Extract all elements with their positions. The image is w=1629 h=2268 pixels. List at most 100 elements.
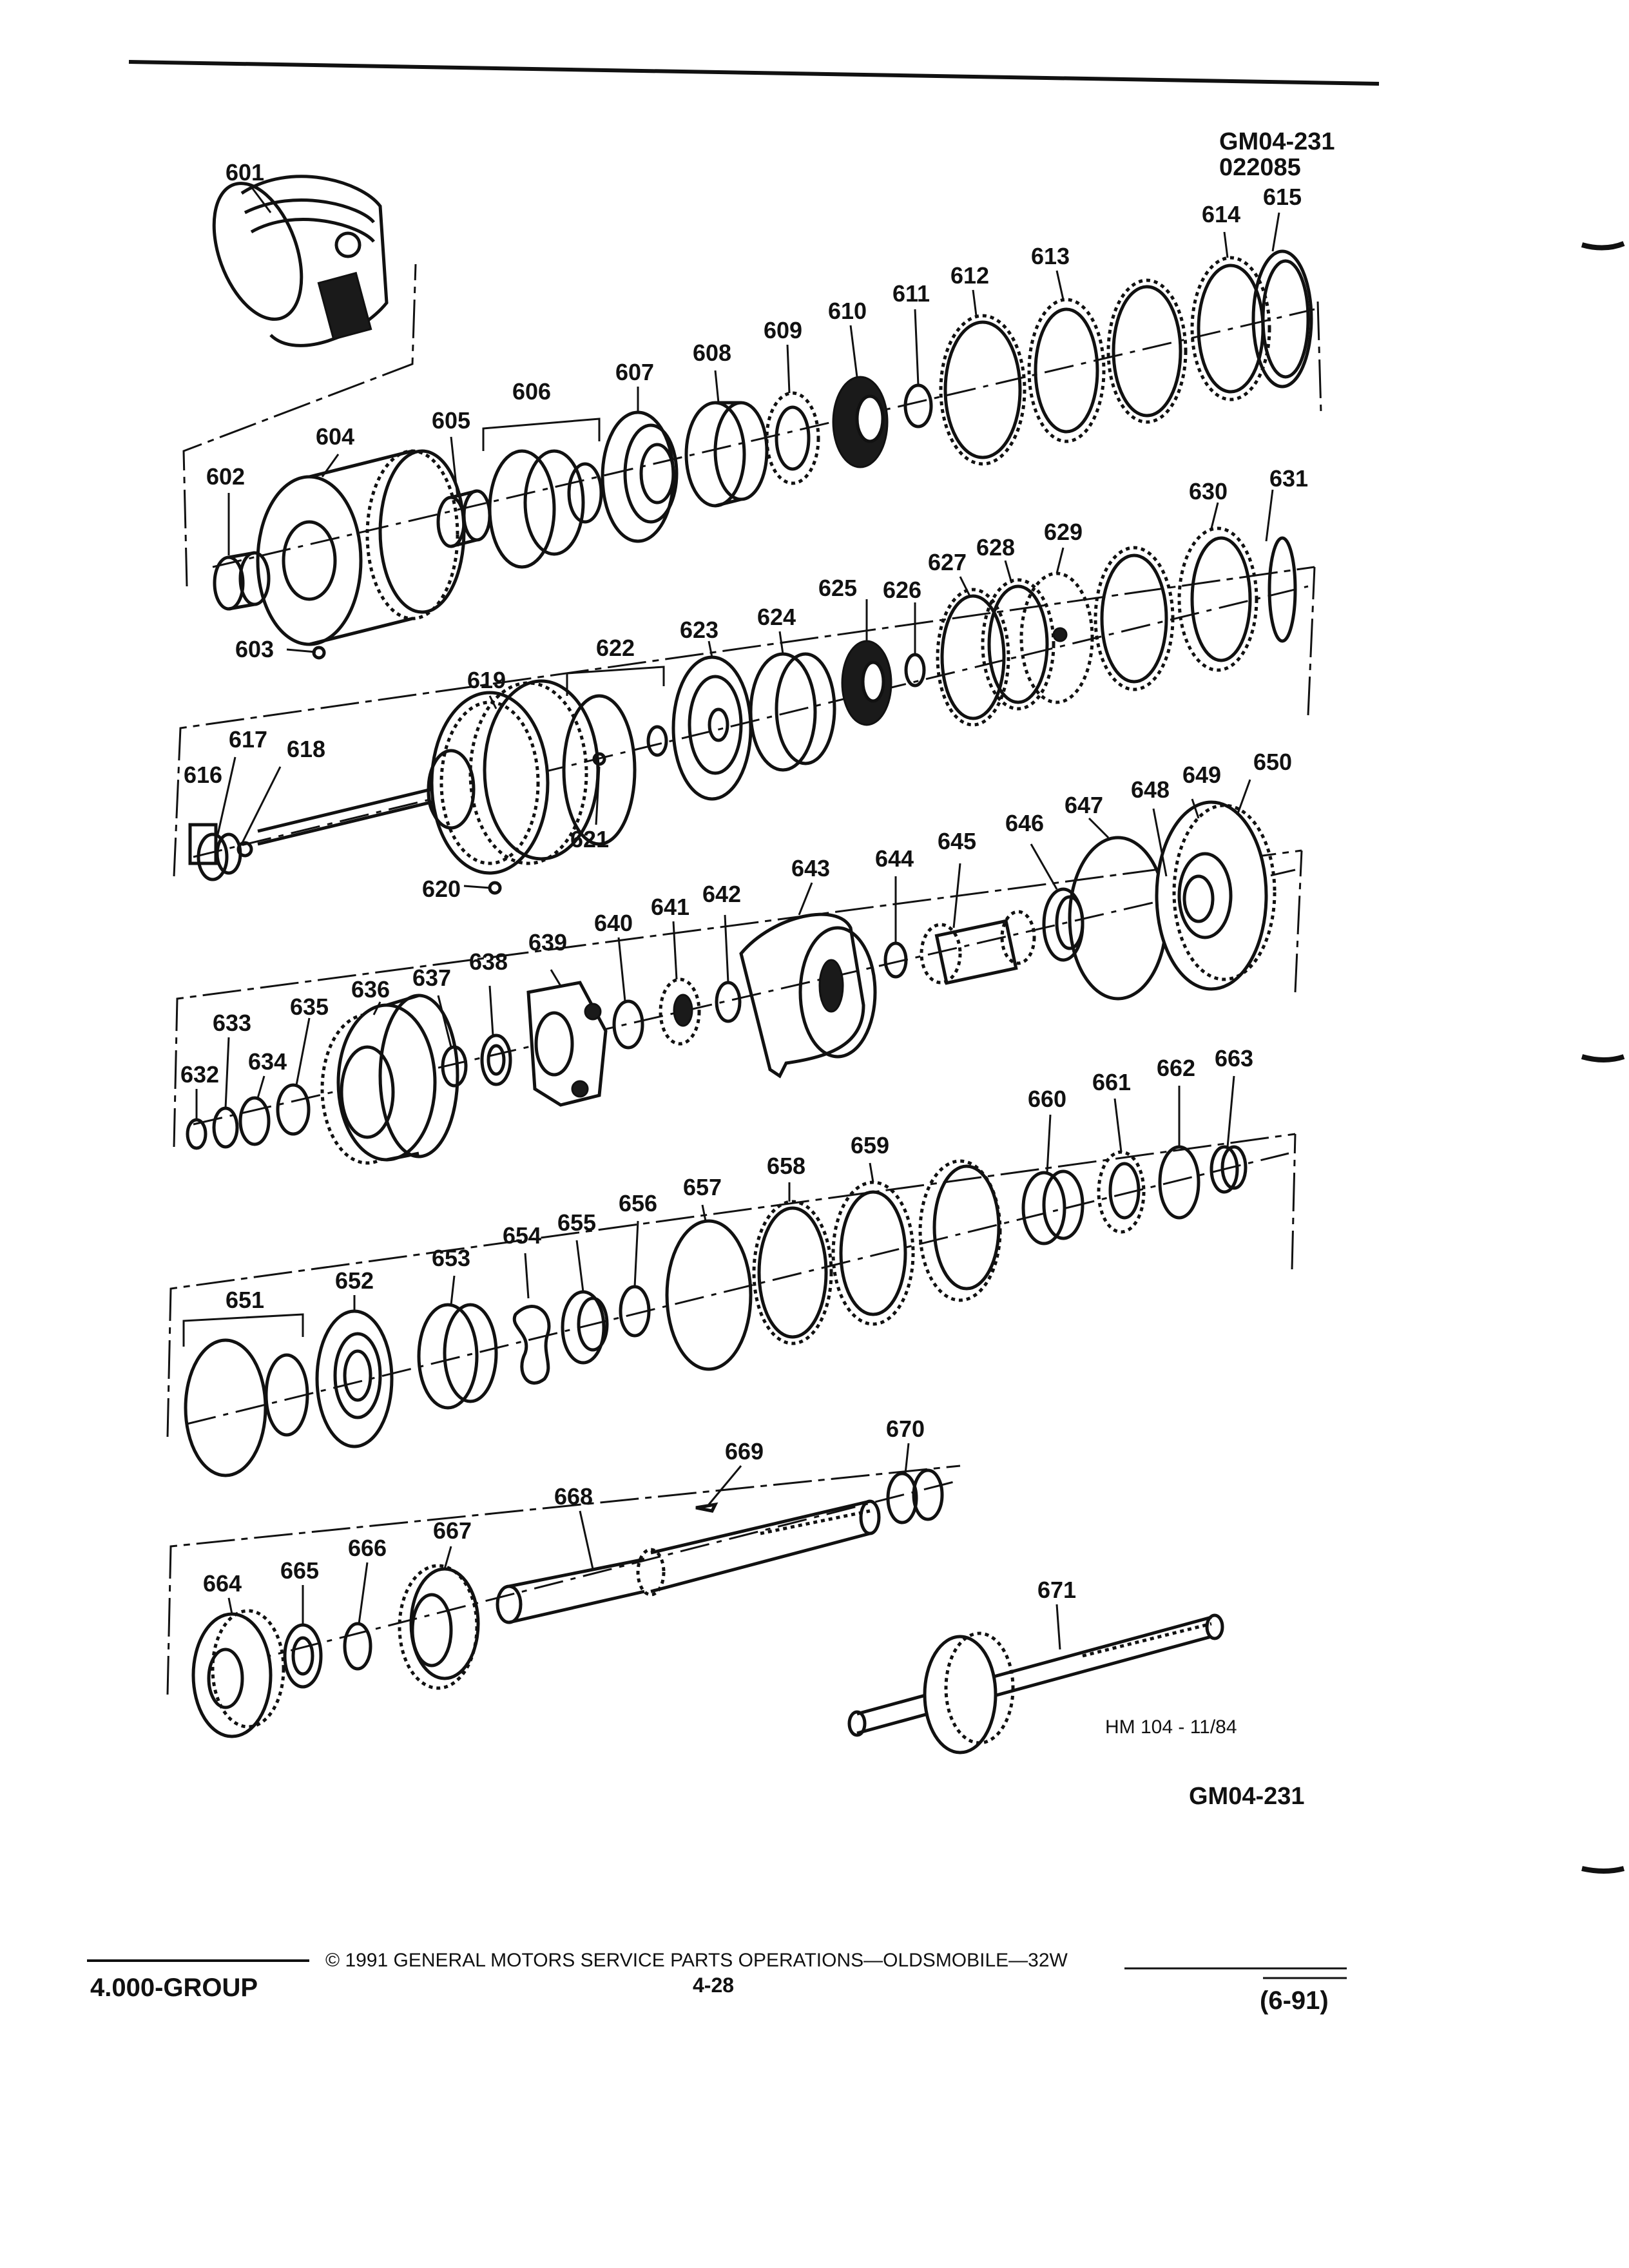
part-654-spring	[512, 1305, 551, 1385]
callout-667: 667	[433, 1517, 472, 1544]
part-608-spring	[684, 401, 769, 508]
part-671-output-shaft	[847, 1613, 1224, 1754]
part-clutch-pack-unlabelled	[918, 1159, 1002, 1302]
part-663-bushing	[1210, 1145, 1248, 1194]
callout-659: 659	[851, 1132, 889, 1158]
part-640-642-parts	[612, 977, 742, 1050]
callout-650: 650	[1253, 749, 1292, 775]
part-649-650-gear	[1155, 800, 1277, 991]
callout-612: 612	[950, 262, 989, 289]
part-645-gear	[920, 910, 1036, 985]
callout-645: 645	[938, 828, 976, 854]
part-623-piston	[671, 655, 753, 801]
part-657-plate	[665, 1219, 753, 1371]
callout-638: 638	[469, 948, 508, 975]
footer-group: 4.000-GROUP	[90, 1974, 258, 2002]
part-670-bearing	[886, 1468, 944, 1524]
part-632-634-rings	[186, 1083, 311, 1150]
part-662-ring	[1158, 1145, 1200, 1220]
part-668-shaft	[496, 1499, 881, 1624]
scan-mark	[1581, 1054, 1625, 1062]
callout-616: 616	[184, 762, 222, 788]
figure-id: GM04-231	[1219, 128, 1335, 155]
callout-642: 642	[702, 881, 741, 907]
part-661-roller-clutch	[1097, 1150, 1146, 1234]
callout-615: 615	[1263, 184, 1302, 210]
part-669-clip	[695, 1502, 718, 1513]
plate-unlabelled	[1106, 278, 1188, 424]
part-604-drum	[256, 449, 466, 646]
part-607-piston	[601, 410, 679, 543]
callout-643: 643	[791, 855, 830, 881]
callout-649: 649	[1182, 762, 1221, 788]
part-630-plate	[1094, 546, 1175, 691]
part-637-638-washers	[441, 1033, 512, 1088]
part-636-drum	[320, 994, 459, 1165]
part-639-carrier	[526, 981, 608, 1107]
part-625-hub	[841, 640, 892, 726]
part-659-clutch-plate	[831, 1180, 915, 1326]
callout-670: 670	[886, 1416, 925, 1442]
callout-608: 608	[693, 340, 731, 366]
part-646-bushing	[1042, 887, 1084, 962]
part-601-band	[212, 175, 389, 347]
callout-613: 613	[1031, 243, 1070, 269]
callout-622: 622	[596, 635, 635, 661]
footer-revision: (6-91)	[1260, 1986, 1329, 2015]
callout-652: 652	[335, 1267, 374, 1294]
part-606-seal-set	[482, 418, 603, 569]
part-613-clutch-plate	[1027, 298, 1106, 443]
callout-657: 657	[683, 1174, 722, 1200]
callout-653: 653	[432, 1245, 470, 1271]
leader-lines	[195, 186, 1280, 1650]
callout-618: 618	[287, 736, 325, 762]
part-658-plate	[752, 1200, 833, 1345]
part-667-gear	[398, 1564, 480, 1690]
callout-644: 644	[875, 845, 914, 872]
part-631-backing-plate	[1177, 526, 1297, 672]
illustration-reference: HM 104 - 11/84	[1105, 1716, 1237, 1738]
part-655-bushing	[561, 1290, 609, 1365]
callout-651: 651	[226, 1287, 264, 1313]
callout-648: 648	[1131, 776, 1170, 803]
callout-614: 614	[1202, 201, 1240, 227]
callout-621: 621	[570, 826, 609, 852]
callout-605: 605	[432, 407, 470, 434]
callout-631: 631	[1269, 465, 1308, 492]
callout-625: 625	[818, 575, 857, 601]
callout-619: 619	[467, 667, 506, 693]
part-602-bushing	[213, 551, 271, 611]
footer-page-number: 4-28	[693, 1974, 734, 1997]
callout-663: 663	[1215, 1045, 1253, 1072]
part-603-plug	[286, 646, 326, 660]
callout-603: 603	[235, 636, 274, 662]
part-622-seal-set	[562, 666, 668, 846]
callout-610: 610	[828, 298, 867, 324]
figure-reference-bottom: GM04-231	[1189, 1783, 1305, 1810]
callout-601: 601	[226, 159, 264, 186]
callout-665: 665	[280, 1557, 319, 1584]
callout-627: 627	[928, 549, 967, 575]
row-3-assembly	[173, 800, 1303, 1165]
callout-623: 623	[680, 617, 718, 643]
callout-647: 647	[1065, 792, 1103, 818]
callout-671: 671	[1037, 1577, 1076, 1603]
callout-660: 660	[1028, 1086, 1066, 1112]
callout-654: 654	[503, 1222, 541, 1249]
callout-655: 655	[557, 1209, 596, 1236]
callout-606: 606	[512, 378, 551, 405]
callout-646: 646	[1005, 810, 1044, 836]
callout-634: 634	[248, 1048, 287, 1075]
callout-669: 669	[725, 1438, 764, 1465]
scan-mark	[1581, 241, 1625, 251]
callout-630: 630	[1189, 478, 1228, 505]
row-1-assembly	[182, 175, 1322, 660]
callout-662: 662	[1157, 1055, 1195, 1081]
callout-609: 609	[764, 317, 802, 343]
part-664-gear	[191, 1609, 285, 1738]
callout-617: 617	[229, 726, 267, 753]
part-666-washer	[343, 1622, 372, 1671]
callout-629: 629	[1044, 519, 1083, 545]
